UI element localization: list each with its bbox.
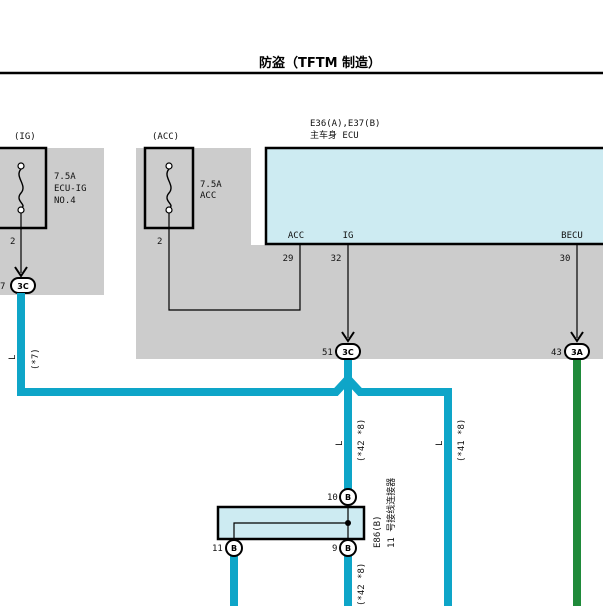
ecu-name: 主车身 ECU	[310, 129, 359, 141]
fuse-ig-top-terminal	[17, 162, 25, 170]
fuse-acc-tag: (ACC)	[152, 132, 179, 142]
fuse-ig-pin: 2	[10, 237, 15, 247]
fuse-ig-rating: 7.5A	[54, 172, 76, 182]
wire-bottom-note: (*42 *8)	[357, 563, 367, 606]
connector-ecu-3a	[564, 343, 590, 360]
junction-splice-dot	[345, 520, 351, 526]
connector-ecu-3c-code: 3C	[342, 348, 354, 357]
fuse-ig-icon	[18, 168, 24, 209]
fuse-acc-icon	[166, 168, 172, 209]
ecu-terminal-acc-pin: 29	[283, 254, 294, 264]
junction-pin-top-code: B	[345, 493, 351, 502]
diagram-title: 防盗（TFTM 制造）	[259, 55, 381, 71]
junction-internal-wire-left	[233, 522, 348, 540]
ecu-becu-arrow-icon	[570, 331, 584, 343]
connector-ig-code: 3C	[17, 282, 29, 291]
junction-pin-left	[225, 539, 243, 557]
wire-mid-note: (*42 *8)	[357, 419, 367, 462]
fuse-acc-rating: 7.5A	[200, 180, 222, 190]
connector-ig-pin: 7	[0, 282, 5, 292]
fuse-acc-bottom-terminal	[165, 206, 173, 214]
fuse-ig-name-2: NO.4	[54, 196, 76, 206]
panel-ecu-lower	[251, 245, 603, 359]
wire-mid-label: L	[335, 441, 345, 446]
connector-ecu-3c	[335, 343, 361, 360]
junction-pin-right	[339, 539, 357, 557]
fuse-ig-tag: (IG)	[14, 132, 36, 142]
fuse-ig-box	[0, 146, 48, 230]
ecu-box	[264, 146, 603, 246]
ecu-terminal-ig-pin: 32	[331, 254, 342, 264]
junction-pin-right-number: 9	[332, 544, 337, 554]
junction-name: 11 号接线连接器	[385, 478, 397, 548]
wire-left-label: L	[8, 355, 18, 360]
ecu-ig-arrow-icon	[341, 331, 355, 343]
connector-ecu-3c-pin: 51	[322, 348, 333, 358]
ecu-terminal-acc-label: ACC	[288, 231, 304, 241]
ecu-code: E36(A),E37(B)	[310, 119, 380, 129]
fuse-acc-pin: 2	[157, 237, 162, 247]
junction-code: E86(B)	[373, 515, 383, 548]
ecu-terminal-becu-pin: 30	[560, 254, 571, 264]
wire-right-note: (*41 *8)	[457, 419, 467, 462]
panel-ig	[0, 148, 104, 295]
fuse-acc-name: ACC	[200, 191, 216, 201]
junction-pin-top-number: 10	[327, 493, 338, 503]
connector-ecu-3a-code: 3A	[571, 348, 584, 357]
fuse-acc-top-terminal	[165, 162, 173, 170]
fuse-ig-bottom-terminal	[17, 206, 25, 214]
ecu-terminal-ig-label: IG	[343, 231, 354, 241]
junction-pin-left-number: 11	[212, 544, 223, 554]
junction-pin-left-code: B	[231, 544, 237, 553]
fuse-ig-arrow-icon	[14, 266, 28, 278]
connector-ecu-3a-pin: 43	[551, 348, 562, 358]
wire-right-label: L	[435, 441, 445, 446]
fuse-ig-name-1: ECU-IG	[54, 184, 87, 194]
acc-feed-wire	[168, 228, 301, 311]
junction-pin-right-code: B	[345, 544, 351, 553]
wire-left-note: (*7)	[31, 348, 41, 370]
junction-pin-top	[339, 488, 357, 506]
ecu-terminal-becu-label: BECU	[561, 231, 583, 241]
